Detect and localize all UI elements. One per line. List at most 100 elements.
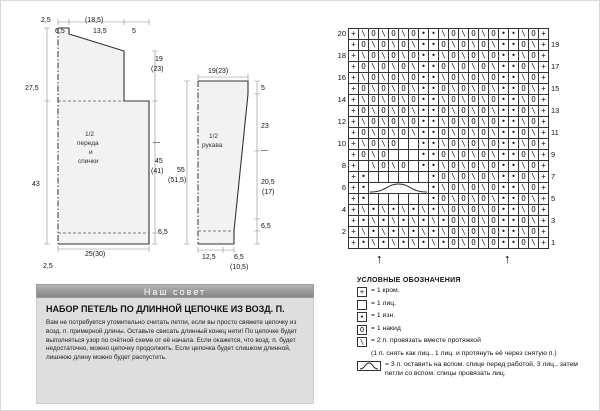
chart-cell: + (539, 117, 549, 128)
chart-cell: \ (389, 106, 399, 117)
chart-cell: • (429, 205, 439, 216)
chart-cell: O (399, 106, 409, 117)
chart-cell: O (369, 51, 379, 62)
dimension-guide (254, 80, 260, 245)
chart-cell: O (449, 29, 459, 40)
chart-cell: \ (439, 29, 449, 40)
chart-cell: O (529, 139, 539, 150)
chart-cell: \ (379, 95, 389, 106)
chart-cell: O (519, 216, 529, 227)
chart-row-number: 10 (337, 139, 346, 148)
chart-cell: + (349, 73, 359, 84)
chart-cell: + (539, 172, 549, 183)
chart-cell: O (469, 161, 479, 172)
chart-cell: \ (449, 84, 459, 95)
chart-cell: O (399, 62, 409, 73)
chart-cell: O (379, 128, 389, 139)
chart-cell: • (419, 216, 429, 227)
chart-cell: O (469, 95, 479, 106)
chart-cell: + (349, 172, 359, 183)
chart-cell: • (399, 216, 409, 227)
chart-row: +O\O\O\••O\O\O\••O\+ (349, 128, 549, 139)
chart-cell: • (509, 40, 519, 51)
chart-cell: \ (379, 227, 389, 238)
legend-symbol: • (357, 312, 367, 322)
chart-cell (369, 194, 379, 205)
chart-row-number (549, 72, 566, 83)
chart-row-number: 1 (551, 238, 556, 247)
measurement-label: (18,5) (85, 17, 104, 24)
chart-cell: • (509, 227, 519, 238)
chart-cell (399, 139, 409, 150)
chart-cell: \ (479, 29, 489, 40)
chart-row-number (549, 94, 566, 105)
chart-cell: • (429, 128, 439, 139)
chart-cell: O (469, 227, 479, 238)
chart-cell: O (449, 95, 459, 106)
chart-cell: \ (359, 51, 369, 62)
legend-item: += 1 кром. (357, 287, 597, 297)
chart-cell (419, 172, 429, 183)
chart-cell: \ (479, 51, 489, 62)
chart-cell: • (499, 194, 509, 205)
chart-cell: \ (479, 95, 489, 106)
chart-cell: + (349, 139, 359, 150)
measurement-label: 12,5 (202, 254, 216, 261)
measurement-label: 1/2 (85, 131, 95, 138)
chart-cell: O (409, 73, 419, 84)
chart-cell: \ (369, 128, 379, 139)
chart-cell: O (449, 216, 459, 227)
symbol-legend: УСЛОВНЫЕ ОБОЗНАЧЕНИЯ += 1 кром.= 1 лиц.•… (357, 277, 597, 381)
chart-cell: \ (449, 172, 459, 183)
chart-cell: O (479, 172, 489, 183)
chart-cell: O (479, 150, 489, 161)
chart-cell: O (409, 51, 419, 62)
chart-cell: • (509, 150, 519, 161)
measurement-label: 43 (32, 181, 40, 188)
chart-cell: • (499, 117, 509, 128)
chart-row-number (331, 61, 348, 72)
chart-cell (409, 150, 419, 161)
legend-symbol: \ (357, 337, 367, 347)
sleeve-outline (198, 80, 249, 245)
chart-cell: + (349, 51, 359, 62)
measurement-label: 6,5 (158, 229, 168, 236)
chart-cell: • (359, 216, 369, 227)
measurement-label: (17) (262, 189, 275, 196)
chart-cell: \ (439, 139, 449, 150)
chart-cell: \ (389, 238, 399, 249)
chart-cell: • (409, 205, 419, 216)
chart-cell: O (519, 128, 529, 139)
chart-cell: • (429, 106, 439, 117)
chart-cell: • (499, 161, 509, 172)
chart-cell: \ (469, 128, 479, 139)
chart-cell: O (489, 95, 499, 106)
dimension-guide (44, 27, 50, 245)
measurement-label: 6,5 (261, 223, 271, 230)
chart-cell: • (429, 150, 439, 161)
chart-cell: \ (399, 227, 409, 238)
chart-cell: \ (469, 84, 479, 95)
chart-cell: + (539, 29, 549, 40)
chart-row-number: 4 (341, 205, 346, 214)
legend-item: = 3 п. оставить на вспом. спице перед ра… (357, 360, 597, 379)
legend-text: = 1 изн. (371, 312, 396, 319)
chart-cell: O (469, 73, 479, 84)
chart-cell: \ (489, 106, 499, 117)
chart-row-number (331, 105, 348, 116)
chart-cell: \ (379, 73, 389, 84)
measurement-label: 6,5 (55, 28, 65, 35)
chart-cell: \ (419, 227, 429, 238)
chart-cell: O (439, 62, 449, 73)
chart-row-number: 11 (551, 128, 559, 137)
chart-cell: • (499, 73, 509, 84)
chart-cell: \ (369, 150, 379, 161)
chart-cell: \ (409, 40, 419, 51)
measurement-label: — (153, 139, 160, 146)
chart-cell: O (469, 117, 479, 128)
chart-cell: O (369, 73, 379, 84)
chart-cell: \ (399, 117, 409, 128)
chart-cell: \ (369, 238, 379, 249)
chart-row: +••\O\O\O••\O+ (349, 183, 549, 194)
chart-cell: • (429, 227, 439, 238)
